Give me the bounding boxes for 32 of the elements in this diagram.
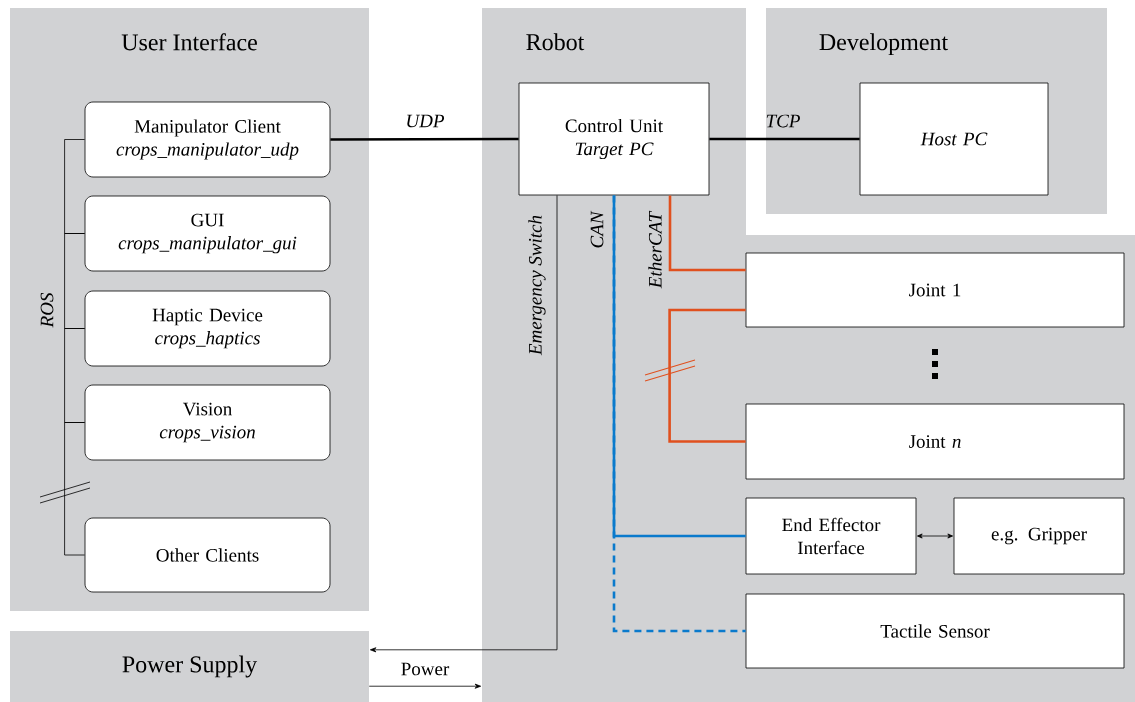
connector-line [64, 328, 85, 423]
edge-label: EtherCAT [648, 210, 662, 289]
joint-box: Joint n [745, 403, 1125, 480]
arrow [368, 683, 482, 689]
edge-label: TCP [766, 114, 800, 128]
connector-line [668, 308, 746, 443]
sensor-box: Tactile Sensor [745, 593, 1125, 669]
gripper-box: e.g. Gripper [953, 497, 1125, 575]
power-supply-panel: Power Supply [10, 631, 369, 702]
connector-line [612, 195, 746, 633]
connector-line [64, 422, 85, 556]
host-pc-box: Host PC [859, 82, 1049, 196]
edge-label: UDP [407, 114, 445, 128]
joint-box: Joint 1 [745, 252, 1125, 328]
client-box: Vision crops_vision [84, 384, 331, 461]
arrow [917, 533, 953, 539]
connector-line [668, 195, 746, 272]
control-unit-box: Control Unit Target PC [518, 82, 710, 196]
edge-label: Power [401, 662, 450, 676]
client-box: Other Clients [84, 517, 331, 593]
client-box: Haptic Device crops_haptics [84, 290, 331, 367]
edge-label: Emergency Switch [528, 215, 546, 356]
client-box: GUI crops_manipulator_gui [84, 195, 331, 272]
end-effector-box: End Effector Interface [745, 497, 917, 575]
arrow [369, 195, 558, 653]
connector-line [64, 233, 85, 329]
edge-label: ROS [40, 292, 54, 328]
connector-line [709, 137, 860, 141]
client-box: Manipulator Client crops_manipulator_udp [84, 101, 331, 178]
edge-label: CAN [590, 210, 604, 248]
connector-line [64, 139, 85, 234]
connector-line [330, 137, 519, 141]
